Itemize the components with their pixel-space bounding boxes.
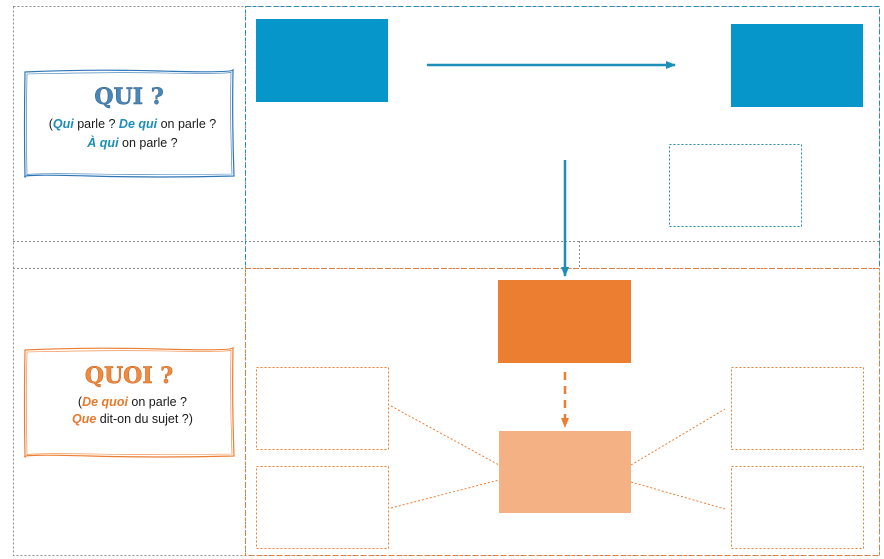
detail-connectors — [390, 405, 726, 510]
qui-line1-end: on parle ? — [157, 117, 216, 131]
subtopic-box — [499, 431, 631, 513]
detail-box-top-right — [731, 367, 864, 450]
svg-text:(Qui parle ? De qui on parle ?: (Qui parle ? De qui on parle ? — [24, 117, 233, 131]
receiver-box — [731, 24, 863, 107]
qui-em-aqui: À qui — [86, 135, 119, 150]
detail-box-bottom-right — [731, 466, 864, 549]
sender-box — [256, 19, 388, 102]
subject-box — [498, 280, 631, 363]
blue-empty-box — [669, 144, 802, 227]
qui-title: QUI ? — [94, 84, 163, 110]
svg-text:(De quoi on parle ?: (De quoi on parle ? — [54, 395, 205, 409]
quoi-line1-open: ( — [78, 395, 83, 409]
quoi-title: QUOI ? — [85, 363, 173, 389]
qui-line2-end: on parle ? — [119, 136, 178, 150]
quoi-label-box: QUOI ? (De quoi on parle ? Que dit-on du… — [23, 346, 235, 459]
quoi-line2-end: dit-on du sujet ?) — [96, 412, 193, 426]
svg-text:Que dit-on du sujet ?): Que dit-on du sujet ?) — [48, 412, 211, 426]
quoi-em-que: Que — [72, 412, 96, 426]
detail-box-top-left — [256, 367, 389, 450]
qui-label-box: QUI ? (Qui parle ? De qui on parle ? À q… — [23, 68, 235, 179]
svg-text:À qui on parle ?: À qui on parle ? — [63, 135, 195, 150]
quoi-em-dequoi: De quoi — [82, 395, 128, 409]
qui-line1-mid: parle ? — [74, 117, 119, 131]
qui-em-dequi: De qui — [119, 117, 158, 131]
quoi-line1-end: on parle ? — [128, 395, 187, 409]
detail-box-bottom-left — [256, 466, 389, 549]
qui-em-qui: Qui — [53, 117, 74, 131]
qui-line1-open: ( — [49, 117, 54, 131]
